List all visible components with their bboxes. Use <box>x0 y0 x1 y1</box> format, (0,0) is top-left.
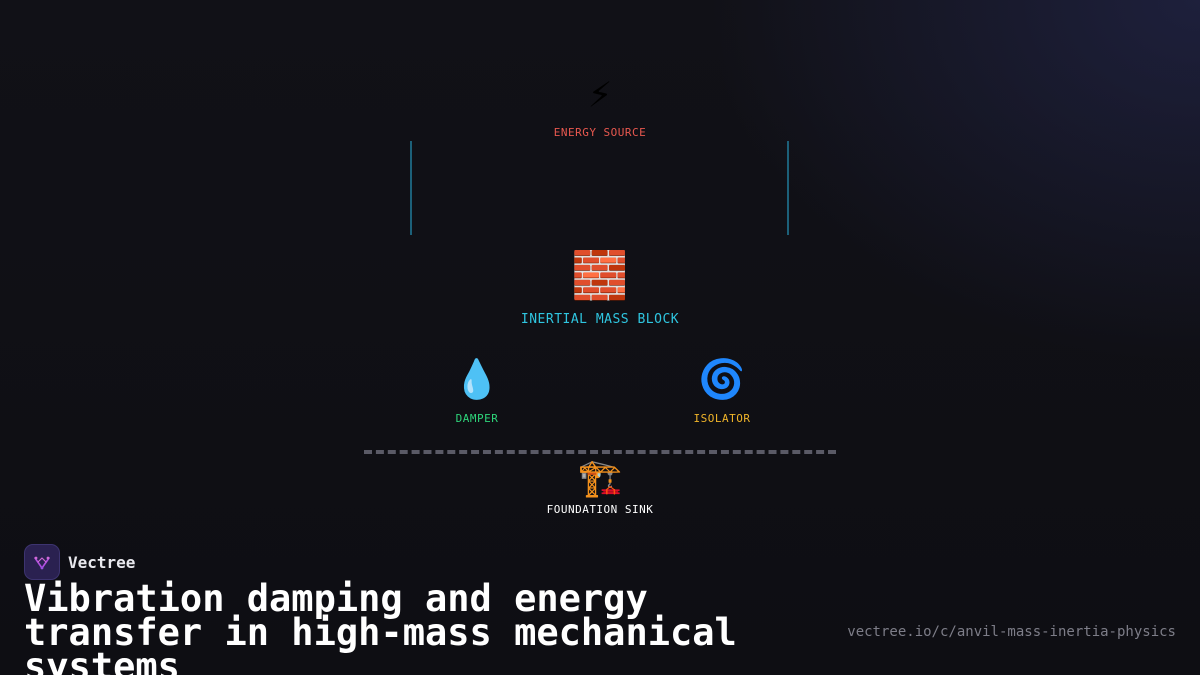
node-label-inertial-mass-block: INERTIAL MASS BLOCK <box>520 312 680 327</box>
foundation-separator <box>364 450 836 454</box>
brick-icon: 🧱 <box>571 248 629 302</box>
cyclone-icon: 🌀 <box>698 357 746 401</box>
node-label-isolator: ISOLATOR <box>693 412 751 425</box>
vectree-logo-icon <box>24 544 60 580</box>
node-damper: 💧 DAMPER <box>453 360 500 425</box>
node-label-damper: DAMPER <box>455 412 499 425</box>
connector-line-left <box>410 141 412 235</box>
node-energy-source: ⚡ ENERGY SOURCE <box>554 74 647 139</box>
node-isolator: 🌀 ISOLATOR <box>694 360 751 425</box>
lightning-icon: ⚡ <box>587 71 613 117</box>
node-label-energy-source: ENERGY SOURCE <box>553 126 647 139</box>
page-title: Vibration damping and energy transfer in… <box>24 577 737 675</box>
brand: Vectree <box>24 544 135 580</box>
node-label-foundation-sink: FOUNDATION SINK <box>546 503 654 516</box>
node-foundation-sink: 🏗️ FOUNDATION SINK <box>546 458 654 517</box>
node-inertial-mass-block: 🧱 INERTIAL MASS BLOCK <box>521 252 679 327</box>
source-url: vectree.io/c/anvil-mass-inertia-physics <box>847 624 1176 640</box>
brand-name: Vectree <box>68 552 136 572</box>
connector-line-right <box>787 141 789 235</box>
construction-crane-icon: 🏗️ <box>577 458 623 499</box>
droplet-icon: 💧 <box>453 357 501 401</box>
